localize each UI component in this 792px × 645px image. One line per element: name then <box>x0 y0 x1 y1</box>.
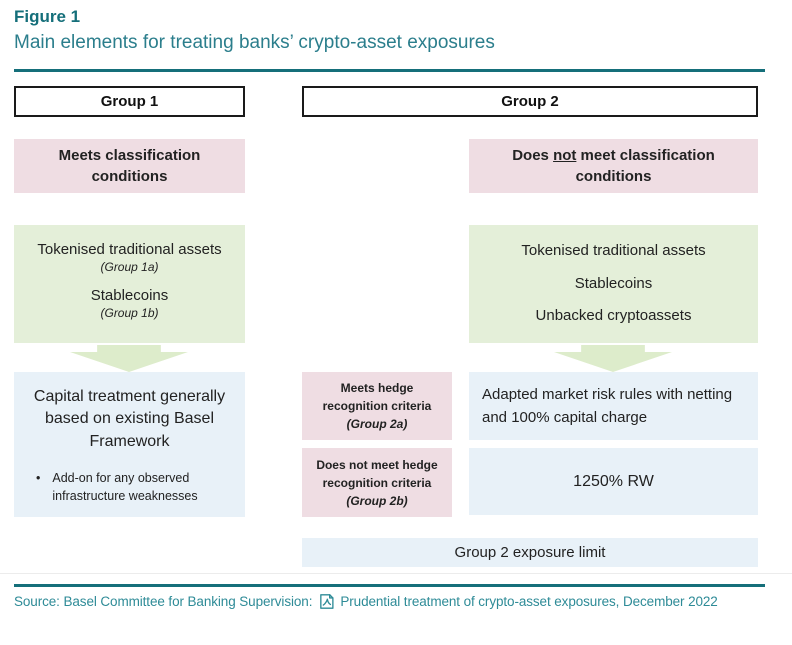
group2-header-box: Group 2 <box>302 86 758 117</box>
group2-asset-name: Tokenised traditional assets <box>521 242 706 260</box>
group1-treatment-text: Capital treatment generally based on exi… <box>33 388 226 450</box>
group2-asset-name: Unbacked cryptoassets <box>535 306 692 324</box>
source-prefix: Source: Basel Committee for Banking Supe… <box>14 594 313 609</box>
group2b-treatment-text: 1250% RW <box>573 472 654 490</box>
top-rule <box>14 69 765 72</box>
group2b-treatment-box: 1250% RW <box>469 448 758 515</box>
group1-asset-label: (Group 1a) <box>100 260 159 274</box>
figure-title: Main elements for treating banks’ crypto… <box>14 32 495 53</box>
group1-asset-name: Stablecoins <box>90 287 169 304</box>
group1-asset-name: Tokenised traditional assets <box>37 241 222 259</box>
group1-header-box: Group 1 <box>14 86 245 117</box>
group2-exposure-limit-box: Group 2 exposure limit <box>302 538 758 567</box>
source-link[interactable]: Prudential treatment of crypto-asset exp… <box>340 594 718 609</box>
bullet-icon: • <box>36 471 41 486</box>
figure-label: Figure 1 <box>14 7 81 26</box>
group1-classification-box: Meets classification conditions <box>14 139 245 193</box>
group2-classification-text: Does not meet classification conditions <box>512 147 715 185</box>
group2a-treatment-box: Adapted market risk rules with netting a… <box>469 372 758 440</box>
group2b-criteria-box: Does not meet hedge recognition criteria… <box>302 448 452 517</box>
bottom-rule <box>14 584 765 587</box>
group1-treatment-bullet: • Add-on for any observed infrastructure… <box>14 469 245 505</box>
group1-treatment-box: Capital treatment generally based on exi… <box>14 372 245 517</box>
group1-assets-box: Tokenised traditional assets (Group 1a) … <box>14 225 245 343</box>
group2a-criteria-text: Meets hedge recognition criteria <box>322 381 432 413</box>
source-line: Source: Basel Committee for Banking Supe… <box>14 591 759 617</box>
pdf-icon[interactable] <box>318 593 335 617</box>
group2b-criteria-text: Does not meet hedge recognition criteria… <box>316 457 438 508</box>
group2-asset-name: Stablecoins <box>574 274 653 292</box>
group2-classification-box: Does not meet classification conditions <box>469 139 758 193</box>
group2a-treatment-text: Adapted market risk rules with netting a… <box>482 385 733 426</box>
underlined-not: not <box>553 147 577 164</box>
group1-classification-text: Meets classification conditions <box>58 147 201 185</box>
group2-exposure-limit-text: Group 2 exposure limit <box>454 544 606 561</box>
group2a-criteria-box: Meets hedge recognition criteria (Group … <box>302 372 452 440</box>
group1-asset-label: (Group 1b) <box>100 305 159 320</box>
group2b-label: (Group 2b) <box>346 493 408 508</box>
group2-header-label: Group 2 <box>501 93 559 110</box>
group2a-label: (Group 2a) <box>346 417 408 431</box>
down-arrow-icon <box>554 345 672 372</box>
faint-divider <box>0 573 792 574</box>
group1-header-label: Group 1 <box>100 93 159 110</box>
group2-assets-box: Tokenised traditional assets Stablecoins… <box>469 225 758 343</box>
down-arrow-icon <box>70 345 188 372</box>
